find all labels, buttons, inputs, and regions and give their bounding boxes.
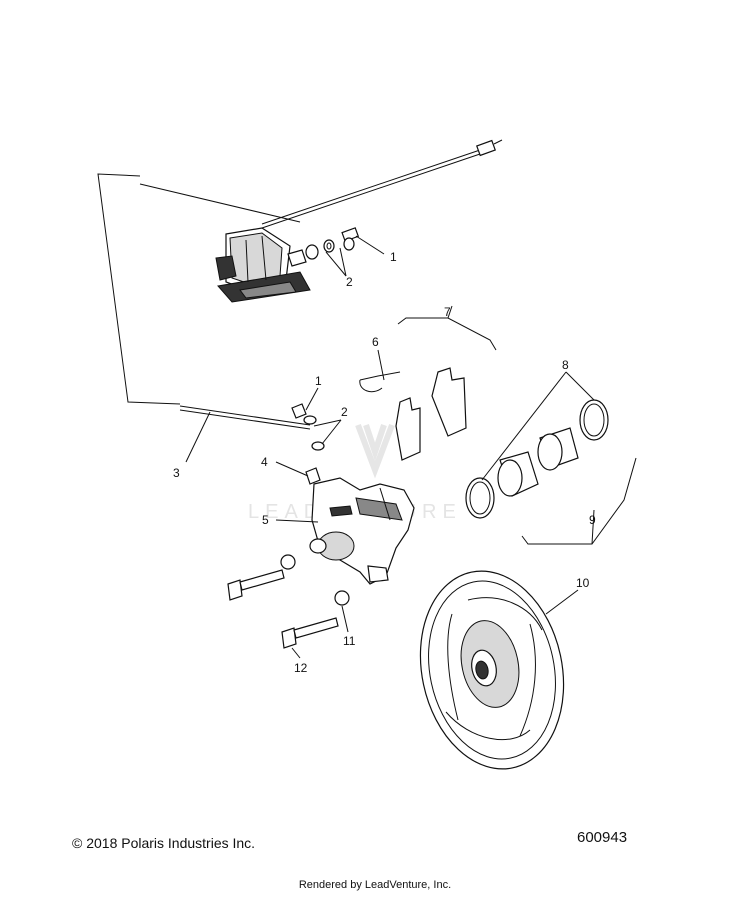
callout-1-upper: 1 — [390, 250, 397, 264]
rendered-by-credit: Rendered by LeadVenture, Inc. — [298, 879, 452, 891]
callout-5: 5 — [262, 513, 269, 527]
banjo-bolt-lower — [291, 403, 325, 451]
brake-line — [139, 183, 311, 430]
callout-4: 4 — [261, 455, 268, 469]
mounting-washer-upper — [280, 554, 296, 570]
mounting-washer-lower — [334, 590, 350, 606]
brake-sensor-wire — [261, 139, 503, 229]
callout-10: 10 — [576, 576, 590, 590]
piston-seals — [465, 399, 609, 519]
callout-7: 7 — [444, 305, 451, 319]
washers-upper — [305, 239, 335, 260]
mounting-bolt-lower — [281, 617, 339, 649]
callout-3: 3 — [173, 466, 180, 480]
callout-8: 8 — [562, 358, 569, 372]
copyright-notice: © 2018 Polaris Industries Inc. — [72, 835, 256, 851]
callout-6: 6 — [372, 335, 379, 349]
pad-spring — [359, 371, 401, 393]
callout-9: 9 — [589, 513, 596, 527]
banjo-bolt-upper — [341, 227, 360, 251]
callout-1-lower: 1 — [315, 374, 322, 388]
bleeder-screw — [305, 467, 321, 485]
caliper-pistons — [497, 427, 579, 497]
callout-11: 11 — [343, 634, 356, 648]
diagram-number: 600943 — [577, 829, 628, 846]
callout-2-lower: 2 — [341, 405, 348, 419]
brake-pads — [395, 367, 467, 461]
callout-12: 12 — [294, 661, 308, 675]
assembly-bracket — [97, 173, 181, 405]
master-cylinder — [215, 227, 311, 303]
leader-lines — [185, 235, 637, 659]
callout-2-upper: 2 — [346, 275, 353, 289]
mounting-bolt-upper — [227, 569, 285, 601]
brake-caliper — [309, 477, 415, 585]
brake-disc — [419, 570, 565, 770]
